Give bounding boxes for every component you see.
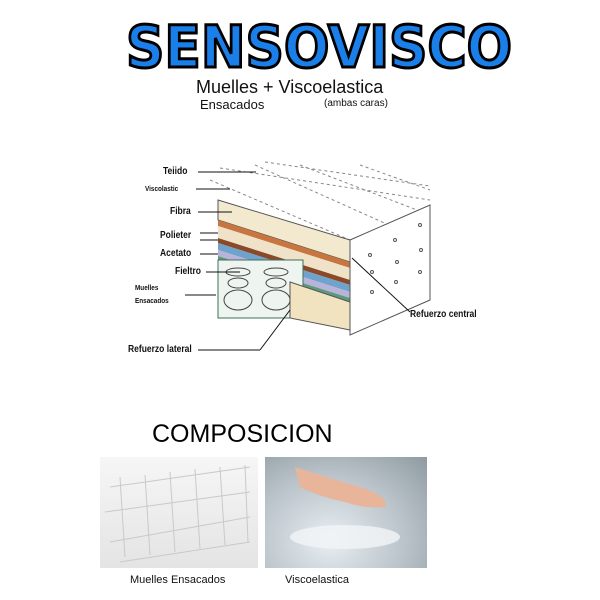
- label-muelles: Muelles: [135, 283, 159, 292]
- label-fibra: Fibra: [170, 206, 191, 217]
- subtitle-main: Muelles + Viscoelastica: [196, 77, 384, 97]
- springs-block: [217, 259, 304, 319]
- hand-on-foam-image: [290, 467, 400, 549]
- layer-polieter-1: [218, 220, 350, 268]
- label-refuerzo-central: Refuerzo central: [410, 309, 477, 320]
- label-tejido: Teiido: [163, 166, 188, 177]
- side-dots: [368, 223, 423, 294]
- label-fieltro: Fieltro: [175, 266, 201, 277]
- fabric-grid: [209, 161, 431, 241]
- composition-heading: COMPOSICION: [152, 420, 333, 448]
- mattress-diagram: [185, 161, 431, 351]
- label-polieter: Polieter: [160, 230, 192, 241]
- caption-viscoelastica: Viscoelastica: [285, 574, 349, 586]
- label-refuerzo-lateral: Refuerzo lateral: [128, 344, 192, 355]
- memory-foam-photo: [265, 457, 427, 568]
- side-face: [349, 204, 431, 336]
- label-acetato: Acetato: [160, 248, 192, 259]
- layer-polieter-2: [218, 226, 350, 280]
- pocket-springs-photo: [100, 457, 258, 568]
- product-title: SENSOVISCO: [125, 13, 514, 81]
- subtitle-right: (ambas caras): [324, 98, 388, 109]
- leader-lines: [185, 171, 411, 351]
- springs: [223, 267, 291, 311]
- label-viscolastic: Viscolastic: [145, 184, 179, 193]
- caption-muelles-ensacados: Muelles Ensacados: [130, 574, 226, 586]
- label-ensacados: Ensacados: [135, 296, 169, 305]
- subtitle-left: Ensacados: [200, 97, 265, 112]
- springs-image: [104, 464, 251, 563]
